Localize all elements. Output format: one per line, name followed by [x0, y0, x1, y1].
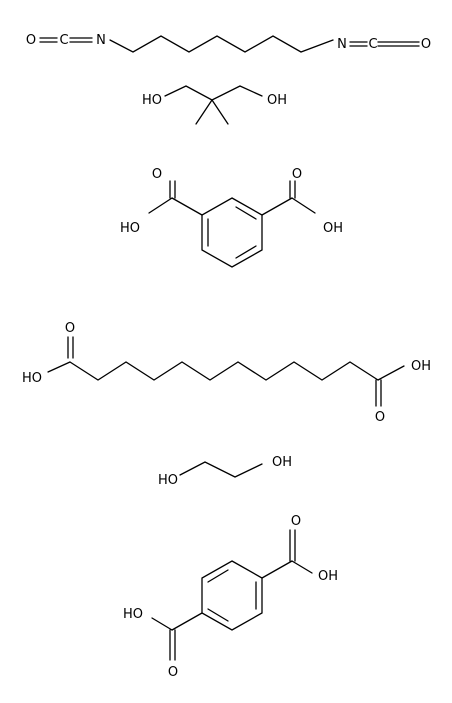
terephthalic-acid-ho-label: HO [123, 607, 143, 622]
neopentyl-glycol-structure: HO OH [142, 85, 287, 125]
hdi-n1-label: N [96, 33, 106, 48]
isophthalic-acid-structure: O O HO OH [120, 167, 343, 268]
neopentyl-glycol-ho-label: HO [142, 93, 162, 108]
hdi-c1-label: C [59, 33, 68, 48]
isophthalic-acid-o1-label: O [152, 167, 162, 182]
hdi-n2-label: N [337, 37, 347, 52]
terephthalic-acid-o1-label: O [291, 514, 301, 529]
sebacic-acid-oh-label: OH [411, 359, 431, 374]
terephthalic-acid-structure: O OH HO O [123, 514, 338, 680]
terephthalic-acid-o2-label: O [168, 665, 178, 680]
sebacic-acid-ho-label: HO [22, 371, 42, 386]
sebacic-acid-o1-label: O [65, 321, 75, 336]
hdi-o1-label: O [26, 33, 36, 48]
ethylene-glycol-structure: HO OH [158, 455, 292, 488]
hdi-c2-label: C [368, 37, 377, 52]
hdi-o2-label: O [421, 37, 431, 52]
sebacic-acid-o2-label: O [375, 410, 385, 425]
terephthalic-acid-oh-label: OH [318, 569, 338, 584]
ethylene-glycol-ho-label: HO [158, 473, 178, 488]
isophthalic-acid-o2-label: O [292, 167, 302, 182]
ethylene-glycol-oh-label: OH [272, 455, 292, 470]
neopentyl-glycol-oh-label: OH [267, 93, 287, 108]
hdi-structure: O C N N C O [26, 33, 431, 53]
isophthalic-acid-oh-label: OH [323, 221, 343, 236]
sebacic-acid-structure: O HO OH O [22, 321, 431, 425]
isophthalic-acid-ho-label: HO [120, 221, 140, 236]
